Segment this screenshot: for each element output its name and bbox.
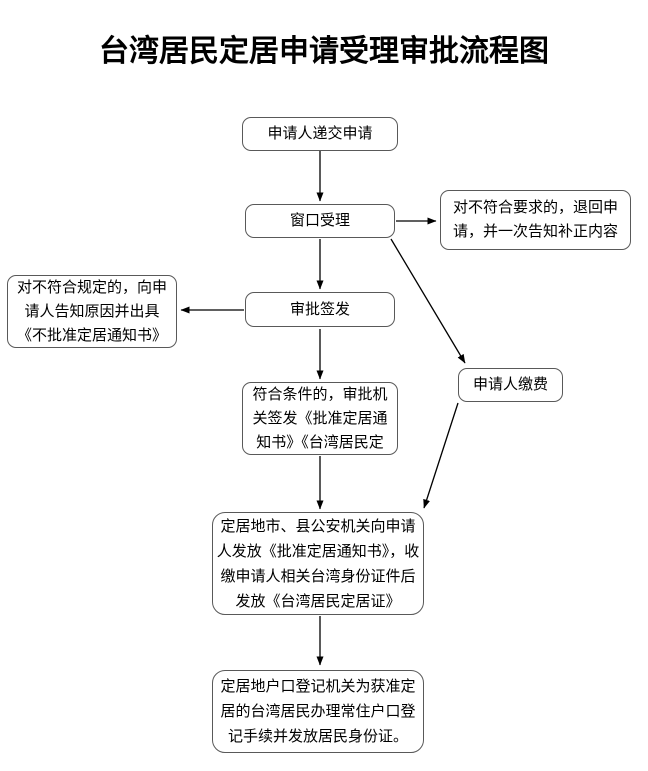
node-label: 窗口受理 (289, 212, 350, 229)
node-line: 对不符合规定的，向申 (16, 278, 167, 296)
node-label: 申请人递交申请 (267, 125, 373, 142)
node-line: 关签发《批准定居通 (252, 409, 388, 427)
page-title: 台湾居民定居申请受理审批流程图 (99, 35, 549, 68)
node-reject-notice: 对不符合规定的，向申 请人告知原因并出具 《不批准定居通知书》 (7, 275, 177, 348)
node-line: 请，并一次告知补正内容 (452, 223, 618, 240)
node-approval-signing: 审批签发 (245, 292, 395, 327)
node-line: 发放《台湾居民定居证》 (235, 592, 401, 610)
node-qualified-issue-notice: 符合条件的，审批机 关签发《批准定居通 知书》《台湾居民定 (242, 382, 398, 455)
node-line: 请人告知原因并出具 (24, 302, 160, 320)
node-line: 缴申请人相关台湾身份证件后 (220, 567, 416, 585)
arrow-window-to-fee (390, 238, 466, 364)
node-issue-settlement-certificate: 定居地市、县公安机关向申请 人发放《批准定居通知书》，收 缴申请人相关台湾身份证… (212, 512, 424, 615)
node-line: 符合条件的，审批机 (252, 385, 388, 403)
node-label: 审批签发 (289, 300, 350, 318)
node-household-registration: 定居地户口登记机关为获准定 居的台湾居民办理常住户口登 记手续并发放居民身份证。 (212, 670, 424, 753)
node-line: 定居地户口登记机关为获准定 (220, 678, 416, 695)
node-window-acceptance: 窗口受理 (245, 204, 395, 238)
node-return-application: 对不符合要求的，退回申 请，并一次告知补正内容 (440, 190, 631, 250)
node-line: 记手续并发放居民身份证。 (227, 728, 408, 745)
arrow-fee-to-issue (423, 402, 459, 509)
node-label: 申请人缴费 (472, 376, 548, 393)
node-line: 人发放《批准定居通知书》，收 (216, 542, 420, 560)
node-line: 知书》《台湾居民定 (256, 433, 384, 451)
node-line: 《不批准定居通知书》 (16, 326, 167, 344)
node-applicant-pay-fee: 申请人缴费 (458, 368, 563, 402)
node-line: 定居地市、县公安机关向申请 (220, 517, 416, 535)
node-line: 对不符合要求的，退回申 (452, 199, 618, 216)
node-line: 居的台湾居民办理常住户口登 (220, 703, 416, 720)
node-submit-application: 申请人递交申请 (242, 117, 398, 151)
